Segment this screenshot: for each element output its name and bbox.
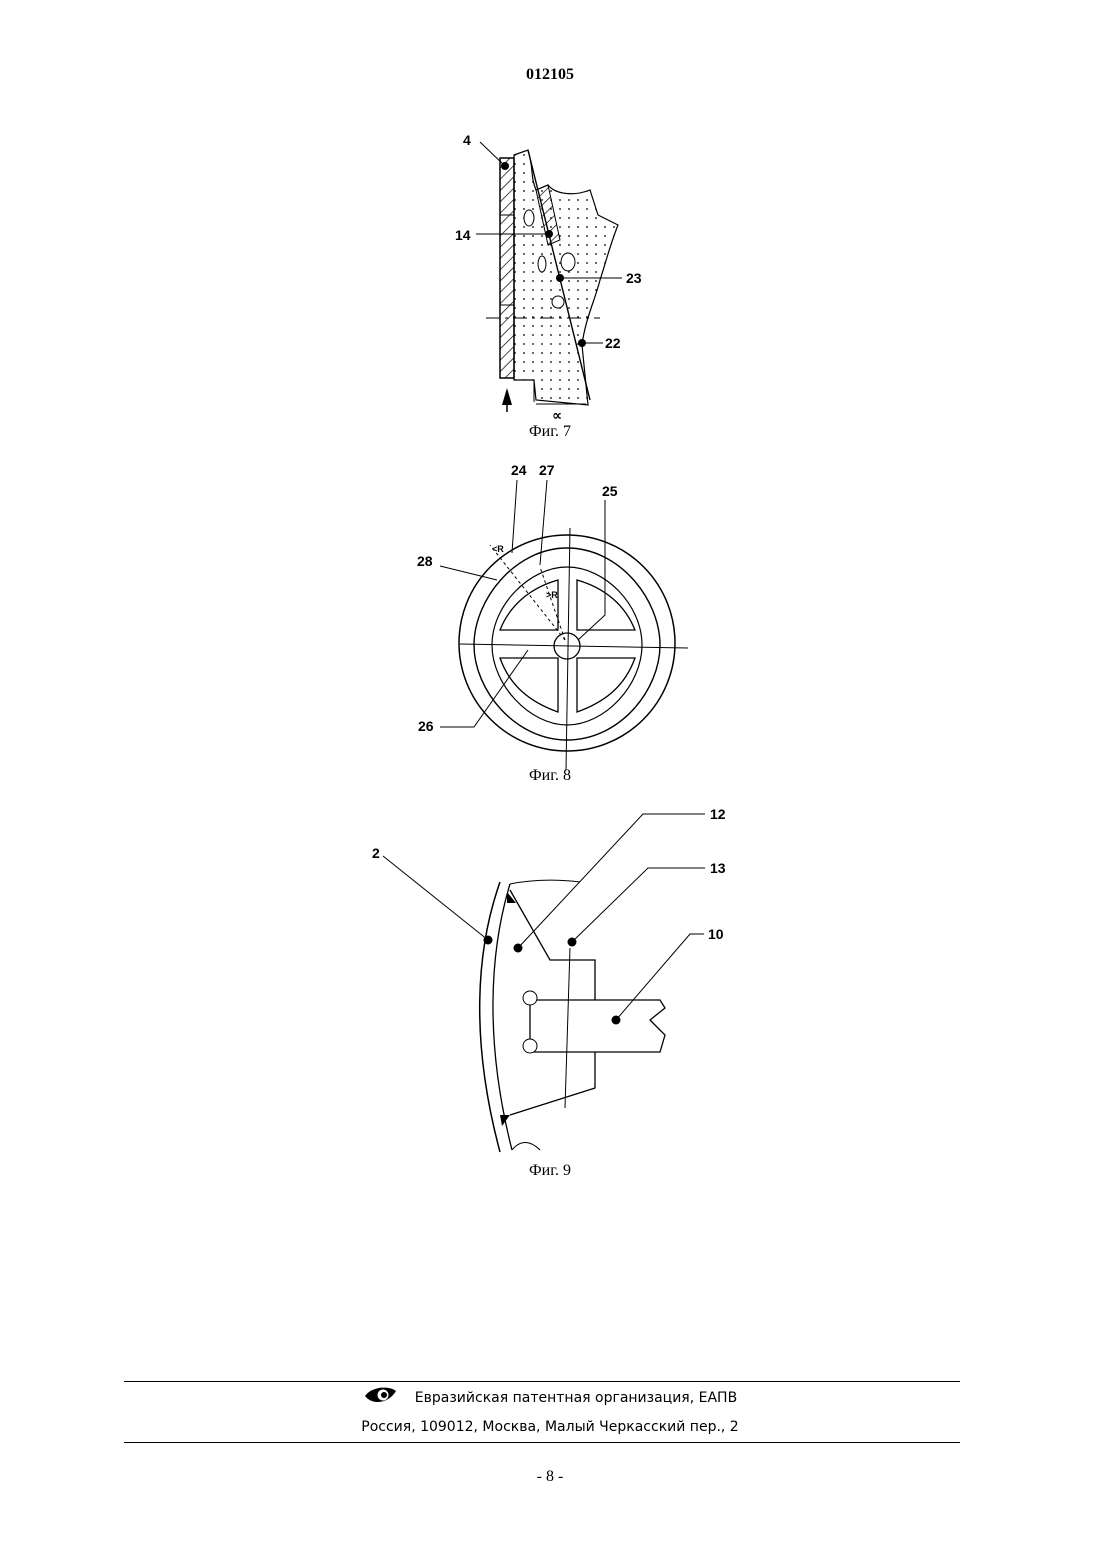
figure-8-drawing: 24 27 25 28 26 <R >R (0, 460, 1100, 780)
figure-9-caption: Фиг. 9 (0, 1162, 1100, 1180)
footer-org: Евразийская патентная организация, ЕАПВ (415, 1390, 737, 1406)
fig9-label-2: 2 (372, 845, 380, 861)
fig8-label-25: 25 (602, 483, 618, 499)
figure-7-caption: Фиг. 7 (0, 423, 1100, 441)
fig7-label-alpha: ∝ (552, 407, 562, 423)
fig9-label-12: 12 (710, 806, 726, 822)
page-number: - 8 - (0, 1468, 1100, 1486)
eapo-eye-logo-icon (363, 1385, 397, 1407)
fig8-label-28: 28 (417, 553, 433, 569)
footer-bottom-rule (124, 1442, 960, 1443)
figure-8-caption: Фиг. 8 (0, 767, 1100, 785)
fig7-label-22: 22 (605, 335, 621, 351)
fig7-label-14: 14 (455, 227, 471, 243)
fig8-label-27: 27 (539, 462, 555, 478)
footer-address: Россия, 109012, Москва, Малый Черкасский… (0, 1419, 1100, 1435)
fig9-label-10: 10 (708, 926, 724, 942)
fig7-label-23: 23 (626, 270, 642, 286)
fig7-label-4: 4 (463, 132, 471, 148)
footer-top-rule (124, 1381, 960, 1382)
fig8-label-26: 26 (418, 718, 434, 734)
fig9-label-13: 13 (710, 860, 726, 876)
fig8-label-24: 24 (511, 462, 527, 478)
document-number: 012105 (0, 66, 1100, 84)
figure-9-drawing: 2 12 13 10 (0, 800, 1100, 1160)
footer-org-line: Евразийская патентная организация, ЕАПВ (0, 1387, 1100, 1409)
fig8-label-less-r: <R (492, 544, 504, 554)
fig8-label-greater-r: >R (546, 590, 558, 600)
fig7-wall-plate (500, 158, 514, 378)
